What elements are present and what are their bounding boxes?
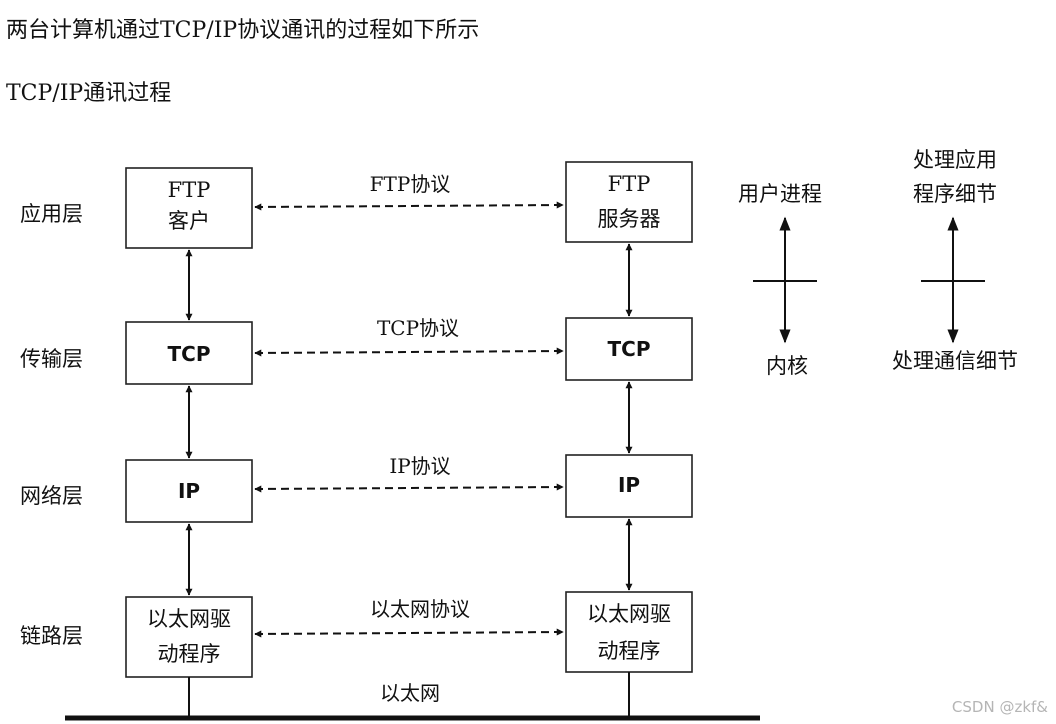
right-link-line1: 以太网驱: [587, 602, 671, 626]
ftp-protocol-label: FTP协议: [370, 172, 451, 196]
ethernet-protocol-arrow: [254, 628, 564, 638]
app-detail-label-line1: 处理应用: [913, 148, 997, 172]
ethernet-medium-label: 以太网: [380, 681, 440, 705]
right-link-line2: 动程序: [598, 639, 661, 663]
watermark: CSDN @zkf&: [952, 698, 1048, 716]
left-link-line1: 以太网驱: [147, 607, 231, 631]
ethernet-protocol-label: 以太网协议: [370, 597, 470, 621]
right-app-line2: 服务器: [598, 207, 661, 231]
ftp-protocol-arrow: [254, 201, 564, 211]
left-ip-box: [125, 459, 253, 523]
intro-heading: 两台计算机通过TCP/IP协议通讯的过程如下所示: [6, 18, 480, 43]
right-ip-label: IP: [618, 473, 640, 497]
left-ftp-client-box: [125, 167, 253, 249]
right-ftp-server-box: [565, 161, 693, 243]
right-ethernet-driver-box: [565, 591, 693, 673]
tcp-protocol-arrow: [254, 347, 564, 357]
tcp-protocol-label: TCP协议: [377, 316, 459, 340]
kernel-label: 内核: [766, 354, 808, 378]
left-link-line2: 动程序: [158, 642, 221, 666]
app-detail-label-line2: 程序细节: [913, 182, 997, 206]
left-ip-label: IP: [178, 479, 200, 503]
left-app-line2: 客户: [168, 209, 210, 233]
right-tcp-box: [565, 317, 693, 381]
left-tcp-box: [125, 321, 253, 385]
layer-label-network: 网络层: [20, 484, 83, 508]
right-tcp-label: TCP: [608, 337, 651, 361]
ip-protocol-arrow: [254, 483, 564, 493]
layer-label-transport: 传输层: [20, 347, 83, 371]
comm-detail-label: 处理通信细节: [892, 349, 1018, 373]
left-app-line1: FTP: [168, 178, 211, 202]
diagram-caption: TCP/IP通讯过程: [6, 81, 172, 106]
right-app-line1: FTP: [608, 172, 651, 196]
layer-label-application: 应用层: [20, 202, 83, 226]
user-process-label: 用户进程: [738, 182, 822, 206]
left-tcp-label: TCP: [168, 342, 211, 366]
layer-label-link: 链路层: [20, 624, 83, 648]
right-ip-box: [565, 454, 693, 518]
ip-protocol-label: IP协议: [389, 454, 450, 478]
left-ethernet-driver-box: [125, 596, 253, 678]
